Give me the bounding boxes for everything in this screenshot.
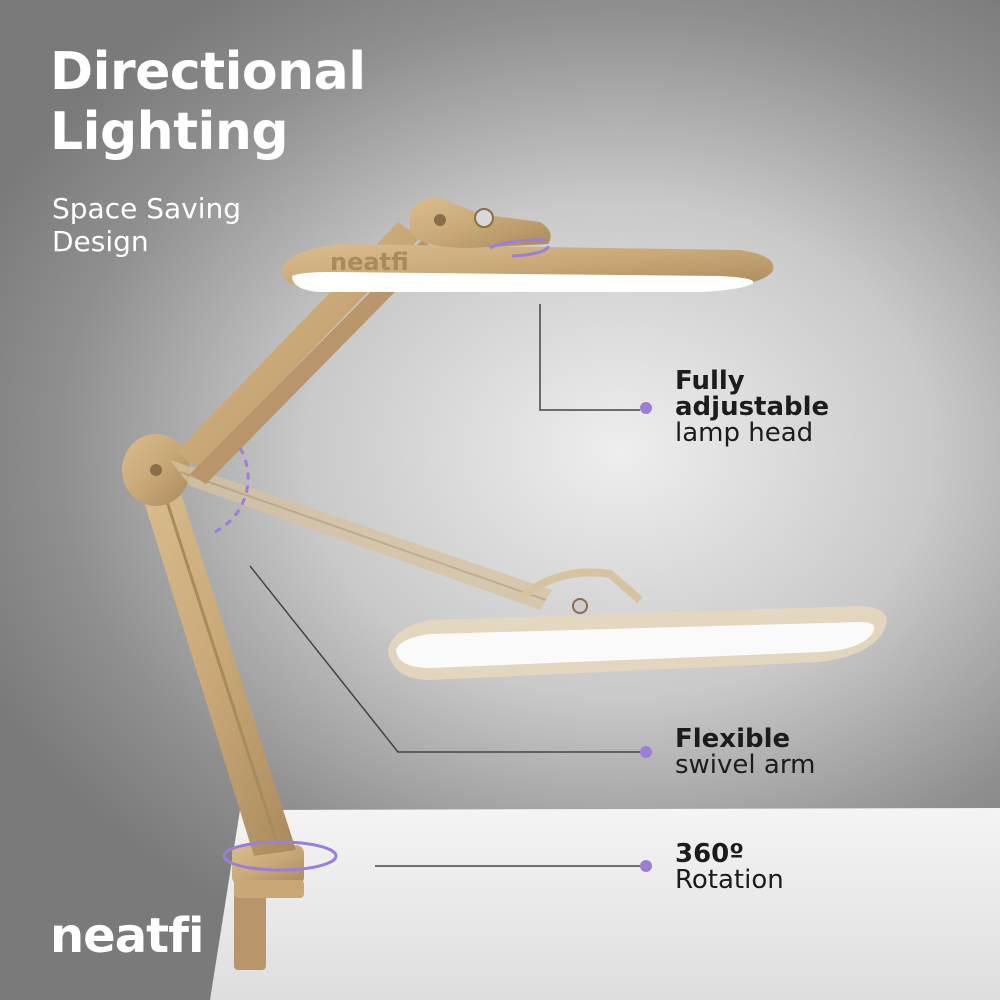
callout-swivel-arm-light: swivel arm [675,750,816,780]
clamp-base [232,845,304,970]
leader-lines [249,304,640,867]
ghost-arm [170,460,552,610]
subhead: Space Saving Design [52,192,241,258]
callout-dots [640,402,652,872]
callout-swivel-arm-bold: Flexible [675,724,791,754]
table-surface [210,808,1000,1000]
headline-line-1: Directional [50,42,366,102]
callout-rotation-light: Rotation [675,865,784,895]
rotation-arrow-icon [209,238,550,872]
leader-line-lamp-head [539,304,640,411]
subhead-line-2: Design [52,225,149,258]
callout-lamp-head: Fully adjustable lamp head [675,368,829,446]
brand-logo: neatfi [50,908,204,964]
leader-line-swivel-arm [249,565,640,753]
callout-dot-rotation [640,860,652,872]
subhead-line-1: Space Saving [52,192,242,225]
callout-lamp-head-bold-2: adjustable [675,392,830,422]
main-lamp-head: neatfi [281,197,774,292]
callout-rotation-bold: 360º [675,839,744,869]
lamp-logo-lettering: neatfi [330,248,409,276]
callout-lamp-head-bold-1: Fully [675,366,745,396]
callout-swivel-arm: Flexible swivel arm [675,726,815,778]
lower-arm [138,478,296,856]
callout-lamp-head-light: lamp head [675,418,814,448]
callout-dot-swivel-arm [640,746,652,758]
ghost-lamp-head [388,568,887,680]
headline: Directional Lighting [50,42,366,162]
headline-line-2: Lighting [50,102,289,162]
elbow-joint [122,434,190,506]
callout-rotation: 360º Rotation [675,841,784,893]
callout-dot-lamp-head [640,402,652,414]
